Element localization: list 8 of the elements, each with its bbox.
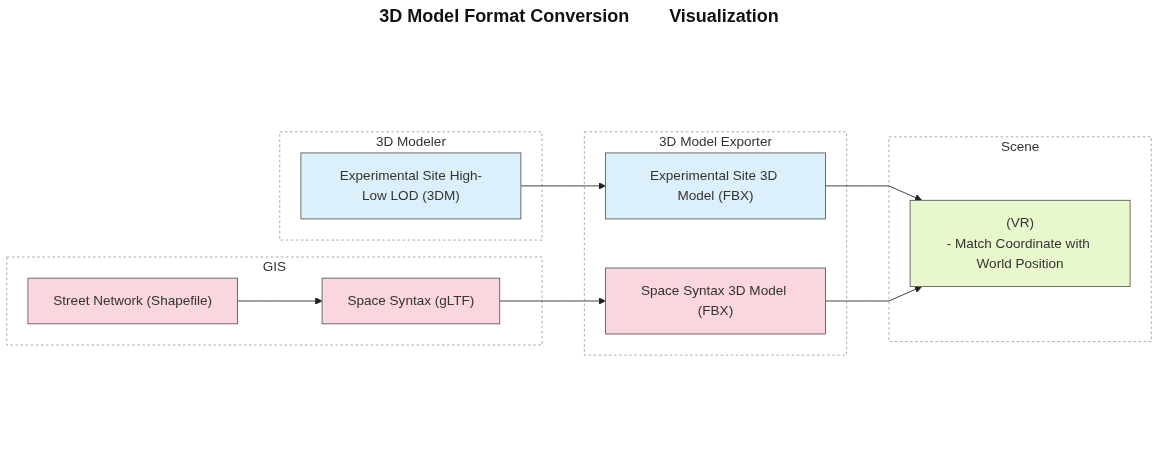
node-box: Experimental Site High-Low LOD (3DM): [300, 152, 522, 219]
node-box: Space Syntax 3D Model (FBX): [605, 267, 826, 334]
node-box: (VR) - Match Coordinate with World Position: [909, 199, 1131, 287]
section-heading: Visualization: [669, 6, 779, 28]
section-heading: 3D Model Format Conversion: [379, 6, 630, 28]
node-box: Space Syntax (gLTF): [321, 277, 501, 324]
node-box: Street Network (Shapefile): [27, 277, 238, 324]
node-box: Experimental Site 3D Model (FBX): [605, 152, 826, 219]
